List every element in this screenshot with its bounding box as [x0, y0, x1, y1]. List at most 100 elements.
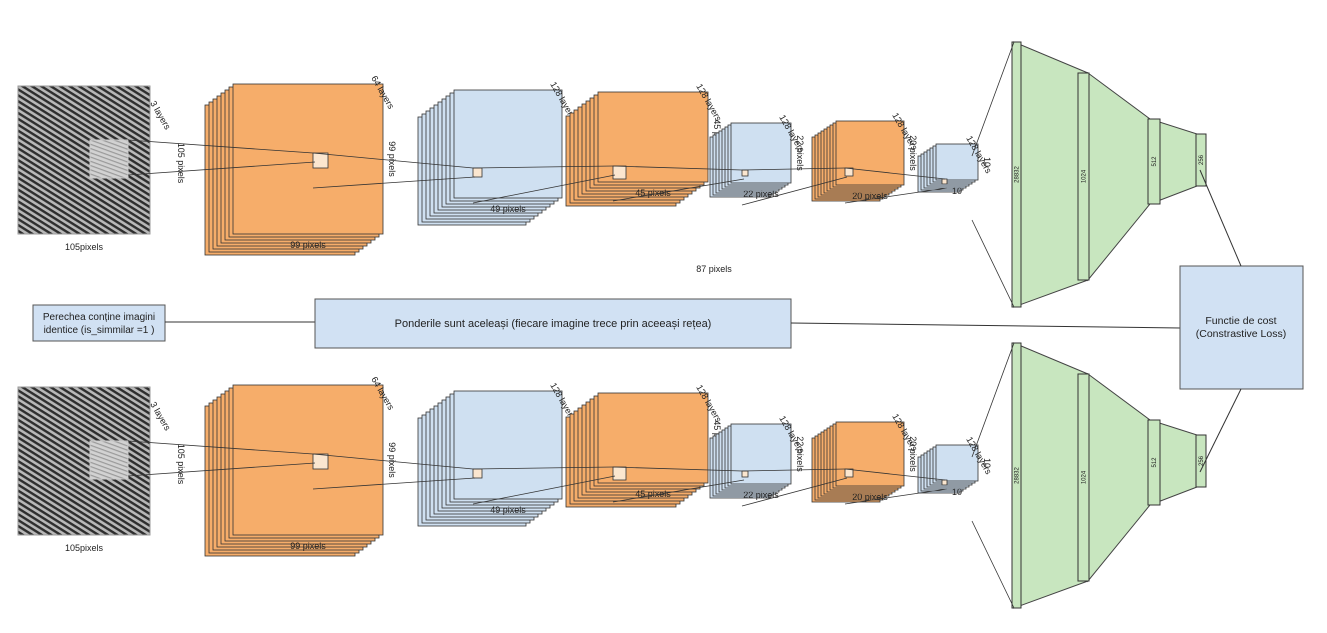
conv1-pixels-side: 99 pixels	[387, 442, 397, 478]
pool2-receptive-field	[741, 169, 749, 177]
fc-28832-bar	[1011, 342, 1022, 609]
input-patch	[89, 440, 129, 480]
fc-512-bar	[1147, 419, 1161, 506]
connector-right	[790, 322, 1181, 329]
pool1-pixels-bottom: 49 pixels	[490, 204, 526, 214]
loss-function-line1: Functie de cost	[1205, 315, 1276, 327]
pool1-receptive-field	[472, 468, 483, 479]
fc-1024-bar	[1077, 373, 1090, 582]
pool1-feature-map	[453, 89, 563, 199]
fc-28832-label: 28832	[1015, 165, 1021, 182]
conv3-receptive-field	[844, 167, 854, 177]
fc-1024-bar	[1077, 72, 1090, 281]
fc-256-label: 256	[1199, 455, 1205, 466]
fc-link-bottom	[971, 219, 1015, 308]
conn-line-top	[741, 468, 846, 472]
loss-link-bottom	[1199, 388, 1242, 473]
fc-1024-label: 1024	[1082, 470, 1088, 484]
conn-line-top	[312, 453, 474, 470]
pair-label-line1: Perechea conține imagini	[43, 312, 155, 323]
loss-function-box	[1179, 265, 1304, 390]
pool3-pixels-side: 10	[982, 157, 992, 167]
conn-line-top	[127, 139, 314, 154]
conv3-pixels-side: 20 pixels	[908, 135, 918, 171]
conn-line-bottom	[472, 174, 616, 204]
input-pixels-side: 105 pixels	[176, 143, 186, 184]
conn-line-top	[312, 152, 474, 169]
pool2-pixels-bottom: 22 pixels	[743, 490, 779, 500]
fc-256-bar	[1195, 434, 1207, 488]
fc-funnel-2	[1087, 72, 1151, 282]
pool1-feature-map	[453, 390, 563, 500]
conv2-receptive-field	[612, 466, 627, 481]
network-row-bottom: 105pixels 105 pixels 3 layers 99 pixels 99 p…	[17, 342, 1207, 609]
fc-link-top	[971, 41, 1015, 157]
pool3-pixels-bottom: 10	[952, 487, 962, 497]
conn-line-top	[127, 440, 314, 455]
loss-function-line2: (Constrastive Loss)	[1196, 328, 1286, 340]
shared-weights-box	[314, 298, 792, 349]
conv1-receptive-field	[312, 152, 329, 169]
input-pixels-bottom: 105pixels	[65, 242, 104, 252]
conn-line-top	[472, 466, 614, 470]
fc-funnel-2	[1087, 373, 1151, 583]
conn-line-top	[741, 167, 846, 171]
conv1-pixels-bottom: 99 pixels	[290, 541, 326, 551]
conn-line-bottom	[312, 176, 476, 189]
pool3-pixels-bottom: 10	[952, 186, 962, 196]
input-layers: 3 layers	[148, 99, 173, 132]
conv2-receptive-field	[612, 165, 627, 180]
conv3-pixels-side: 20 pixels	[908, 436, 918, 472]
conn-line-bottom	[741, 176, 848, 206]
pool2-feature-map	[730, 423, 792, 485]
conn-line-bottom	[612, 479, 745, 503]
fc-1024-label: 1024	[1082, 169, 1088, 183]
pool2-pixels-side: 22 pixels	[795, 436, 805, 472]
conn-line-top	[472, 165, 614, 169]
pool3-feature-map	[935, 444, 979, 482]
fc-funnel-1	[1013, 41, 1089, 308]
pair-label-line2: identice (is_simmilar =1 )	[44, 325, 155, 336]
pair-label-box	[32, 304, 166, 342]
pool2-receptive-field	[741, 470, 749, 478]
pool3-pixels-side: 10	[982, 458, 992, 468]
conv1-receptive-field	[312, 453, 329, 470]
conn-line-bottom	[127, 161, 316, 176]
conv1-pixels-side: 99 pixels	[387, 141, 397, 177]
pool2-pixels-bottom: 22 pixels	[743, 189, 779, 199]
pool3-receptive-field	[941, 479, 948, 486]
conv3-pixels-bottom: 20 pixels	[852, 492, 888, 502]
conv1-feature-map	[232, 83, 384, 235]
conv3-receptive-field	[844, 468, 854, 478]
conn-line-bottom	[844, 187, 948, 204]
pool1-pixels-bottom: 49 pixels	[490, 505, 526, 515]
input-pixels-bottom: 105pixels	[65, 543, 104, 553]
conv1-pixels-bottom: 99 pixels	[290, 240, 326, 250]
conn-line-bottom	[844, 488, 948, 505]
shared-weights-text: Ponderile sunt aceleași (fiecare imagine…	[395, 318, 712, 330]
fc-256-bar	[1195, 133, 1207, 187]
fc-link-top	[971, 342, 1015, 458]
fingerprint-image	[17, 386, 151, 536]
conn-line-bottom	[741, 477, 848, 507]
fc-512-label: 512	[1152, 156, 1158, 167]
pool2-feature-map	[730, 122, 792, 184]
fingerprint-image	[17, 85, 151, 235]
conn-line-top	[612, 165, 743, 171]
extra-pixels-label: 87 pixels	[696, 264, 732, 274]
conv2-pixels-bottom: 45 pixels	[635, 489, 671, 499]
loss-link-top	[1199, 169, 1242, 267]
input-patch	[89, 139, 129, 179]
conn-line-top	[612, 466, 743, 472]
input-pixels-side: 105 pixels	[176, 444, 186, 485]
fc-256-label: 256	[1199, 154, 1205, 165]
pool3-receptive-field	[941, 178, 948, 185]
pool3-feature-map	[935, 143, 979, 181]
conn-line-top	[844, 167, 946, 180]
pool1-receptive-field	[472, 167, 483, 178]
input-layers: 3 layers	[148, 400, 173, 433]
conn-line-bottom	[612, 178, 745, 202]
conn-line-bottom	[472, 475, 616, 505]
conn-line-top	[844, 468, 946, 481]
